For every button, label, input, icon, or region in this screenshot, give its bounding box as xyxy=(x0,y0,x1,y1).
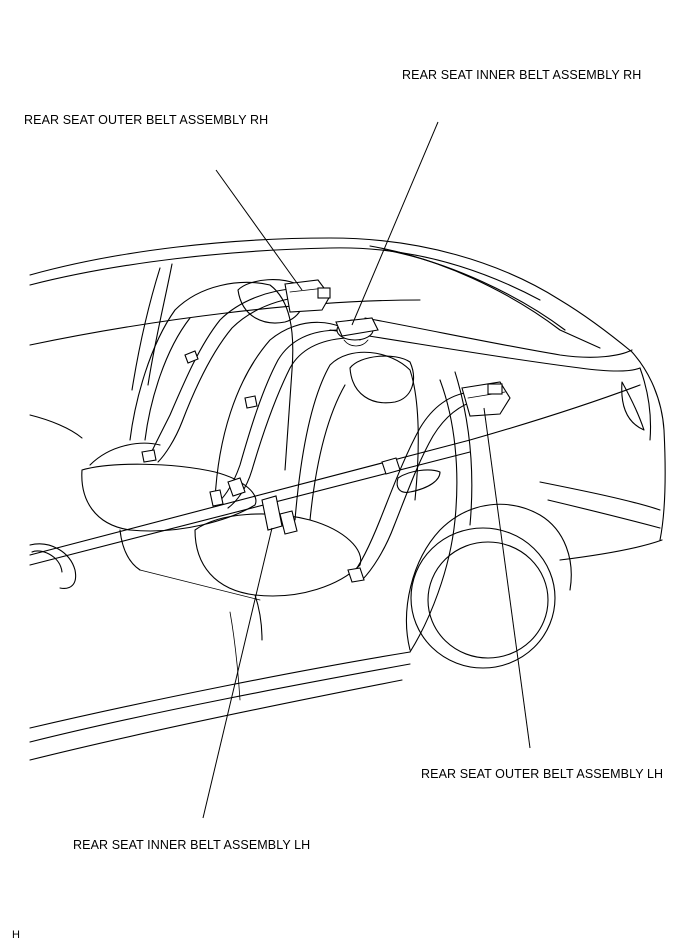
label-outer-belt-rh: REAR SEAT OUTER BELT ASSEMBLY RH xyxy=(24,113,269,127)
label-inner-belt-lh: REAR SEAT INNER BELT ASSEMBLY LH xyxy=(73,838,311,852)
leader-outer-rh xyxy=(215,169,303,291)
car-body xyxy=(29,237,666,761)
rear-seat xyxy=(81,279,419,641)
label-inner-belt-rh: REAR SEAT INNER BELT ASSEMBLY RH xyxy=(402,68,642,82)
leader-outer-lh xyxy=(483,407,531,749)
leader-lines xyxy=(202,121,531,819)
figure-code: H xyxy=(12,929,21,941)
leader-inner-rh xyxy=(351,121,439,326)
seat-belts xyxy=(141,287,479,583)
retractors xyxy=(284,279,511,417)
label-outer-belt-lh: REAR SEAT OUTER BELT ASSEMBLY LH xyxy=(421,767,664,781)
leader-inner-lh xyxy=(202,527,273,819)
